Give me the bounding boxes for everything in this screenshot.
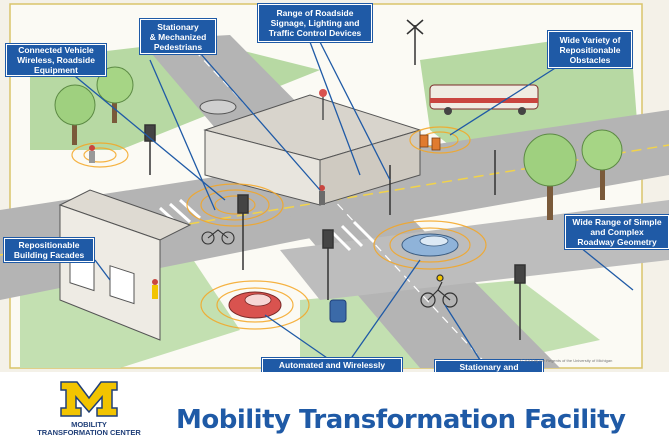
bicycle	[420, 274, 458, 308]
copyright-notice: © 2014 by the Regents of the University …	[520, 358, 613, 363]
railroad-crossing-sign	[406, 19, 424, 65]
stop-sign	[319, 89, 327, 120]
callout-connected-vehicle: Connected Vehicle Wireless, Roadside Equ…	[6, 44, 106, 76]
parked-car	[199, 99, 237, 115]
facade-window	[109, 265, 135, 305]
pedestrian	[319, 185, 325, 205]
mailbox	[329, 299, 347, 323]
connected-car-blue	[401, 233, 459, 257]
callout-pedestrians: Stationary & Mechanized Pedestrians	[140, 19, 216, 54]
pedestrian	[89, 145, 95, 163]
callout-obstacles: Wide Variety of Repositionable Obstacles	[548, 31, 632, 68]
obstacle-barrel	[419, 134, 441, 151]
bus	[429, 84, 539, 115]
callout-facades: Repositionable Building Facades	[4, 238, 94, 262]
mtc-logo-text: MOBILITY TRANSFORMATION CENTER	[37, 420, 141, 437]
page-title: Mobility Transformation Facility	[176, 405, 626, 435]
callout-geometry: Wide Range of Simple and Complex Roadway…	[565, 215, 669, 249]
pedestrian	[152, 279, 158, 299]
bicycle	[201, 229, 235, 245]
connected-car-red	[228, 291, 282, 319]
tree	[581, 129, 623, 200]
tree	[523, 133, 577, 220]
block-m-logo	[60, 381, 118, 417]
callout-signage: Range of Roadside Signage, Lighting and …	[258, 4, 372, 42]
tree	[54, 84, 96, 145]
